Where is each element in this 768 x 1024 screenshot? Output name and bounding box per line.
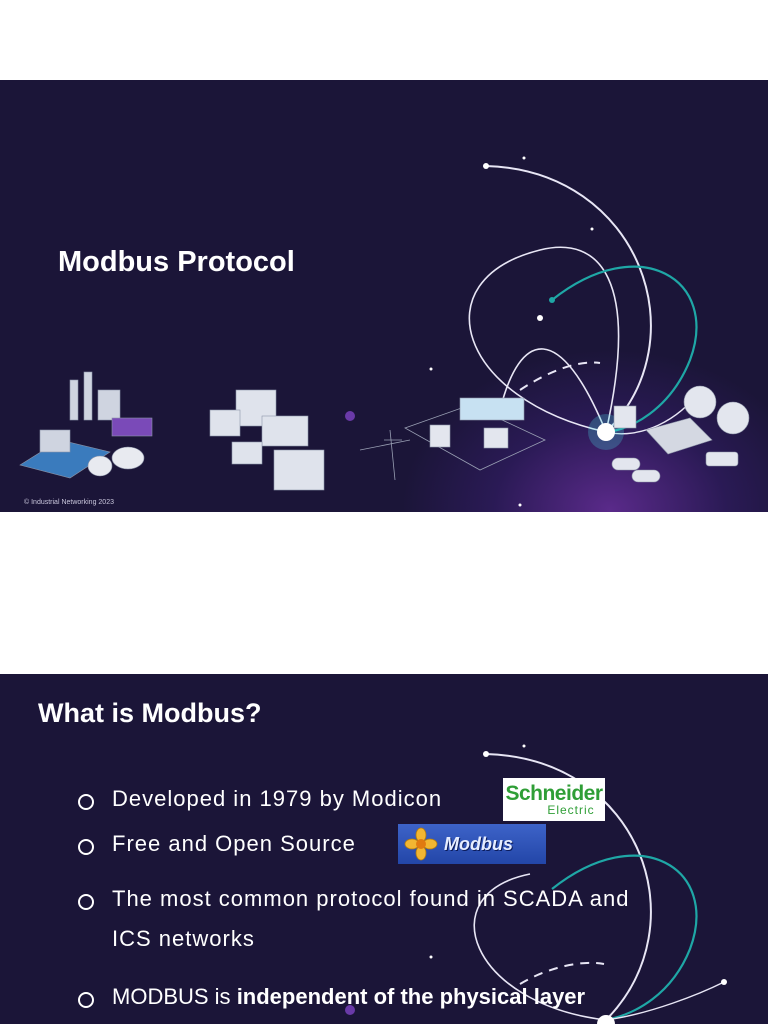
bullet-text: Free and Open Source [112,831,356,856]
content-slide: What is Modbus? Developed in 1979 by Mod… [0,674,768,1024]
bullet-item: Developed in 1979 by Modicon [78,786,442,819]
schneider-electric-logo: Schneider Electric [503,778,605,821]
bullet-text-prefix: MODBUS is [112,984,237,1009]
schneider-logo-line2: Electric [547,803,595,817]
circle-bullet-icon [78,839,94,855]
title-slide: Modbus Protocol © Industrial Networking … [0,80,768,512]
slide-title: What is Modbus? [38,698,262,728]
circle-bullet-icon [78,794,94,810]
circle-bullet-icon [78,894,94,910]
schneider-logo-line1: Schneider [505,782,603,805]
slide-title: Modbus Protocol [58,246,295,278]
bullet-text: The most common protocol found in SCADA … [112,886,630,951]
decorative-orbit-graphic [19,156,750,507]
bullet-text-bold: independent of the physical layer [236,984,586,1009]
copyright-text: © Industrial Networking 2023 [24,499,114,506]
bullet-text: Developed in 1979 by Modicon [112,786,443,811]
bullet-item: Free and Open Source [78,831,356,864]
bullet-text: MODBUS is independent of the physical la… [112,977,585,1017]
circle-bullet-icon [78,992,94,1008]
modbus-logo-text: Modbus [444,833,513,854]
bullet-item: MODBUS is independent of the physical la… [78,984,585,1017]
modbus-flower-icon [404,827,438,861]
bullet-item: The most common protocol found in SCADA … [78,886,648,959]
decorative-orbit-graphic [345,744,727,1024]
modbus-logo: Modbus [398,824,546,864]
